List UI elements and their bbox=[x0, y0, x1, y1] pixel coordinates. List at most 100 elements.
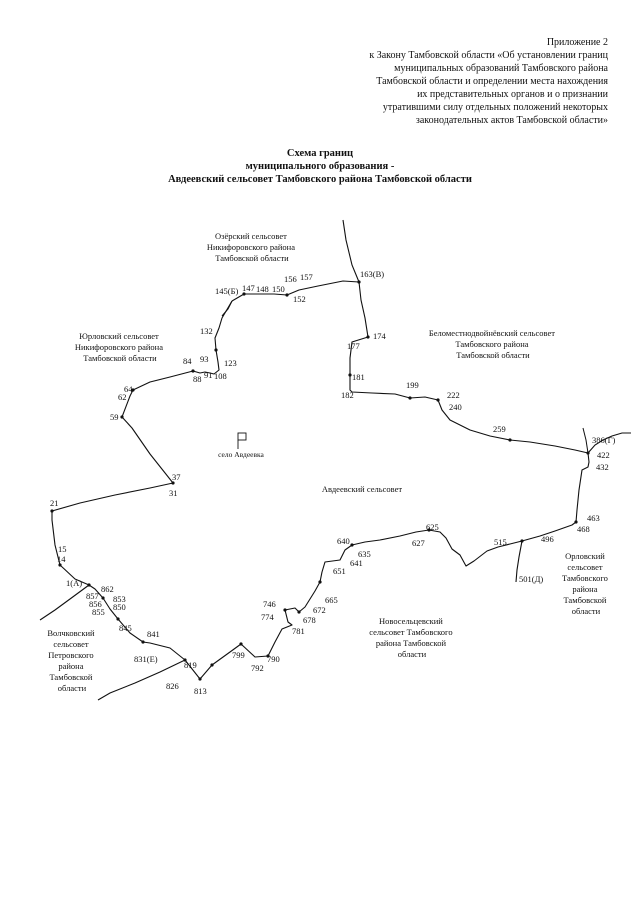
point-label: 15 bbox=[58, 544, 67, 554]
appendix-line: к Закону Тамбовской области «Об установл… bbox=[369, 50, 608, 61]
region-label-line: Тамбовской bbox=[49, 672, 92, 682]
point-label: 148 bbox=[256, 284, 269, 294]
boundary-points bbox=[50, 280, 590, 681]
region-label-line: Никифоровского района bbox=[75, 342, 163, 352]
point-label: 422 bbox=[597, 450, 610, 460]
boundary-point-marker bbox=[214, 348, 218, 352]
boundary-point-marker bbox=[239, 642, 243, 646]
external-boundary-line bbox=[582, 427, 589, 454]
point-label: 826 bbox=[166, 681, 179, 691]
point-label: 147 bbox=[242, 283, 255, 293]
boundary-point-marker bbox=[283, 608, 287, 612]
point-label: 857 bbox=[86, 591, 99, 601]
point-label: 14 bbox=[57, 554, 66, 564]
point-label: 862 bbox=[101, 584, 114, 594]
point-label: 199 bbox=[406, 380, 419, 390]
boundary-line bbox=[51, 280, 590, 680]
point-label: 37 bbox=[172, 472, 181, 482]
point-label: 627 bbox=[412, 538, 425, 548]
appendix-header: Приложение 2 к Закону Тамбовской области… bbox=[278, 36, 608, 127]
point-label: 181 bbox=[352, 372, 365, 382]
boundary-point-marker bbox=[131, 388, 135, 392]
boundary-point-marker bbox=[141, 640, 145, 644]
region-label-novoseltsevsky: Новосельцевский сельсовет Тамбовского ра… bbox=[369, 616, 454, 659]
title-line: Авдеевский сельсовет Тамбовского района … bbox=[168, 174, 472, 185]
point-label: 640 bbox=[337, 536, 350, 546]
point-label: 853 bbox=[113, 594, 126, 604]
point-label: 156 bbox=[284, 274, 297, 284]
point-label: 463 bbox=[587, 513, 600, 523]
point-label: 841 bbox=[147, 629, 160, 639]
appendix-line: утратившими силу отдельных положений нек… bbox=[382, 102, 608, 113]
point-label: 432 bbox=[596, 462, 609, 472]
external-boundary-line bbox=[97, 659, 186, 701]
region-label-ozersky: Озёрский сельсовет Никифоровского района… bbox=[207, 231, 297, 263]
point-label: 845 bbox=[119, 623, 132, 633]
external-boundary-line bbox=[342, 219, 360, 283]
boundary-point-marker bbox=[408, 396, 412, 400]
point-label: 672 bbox=[313, 605, 326, 615]
region-label-line: Тамбовской области bbox=[215, 253, 289, 263]
point-label: 635 bbox=[358, 549, 371, 559]
boundary-point-marker bbox=[520, 539, 524, 543]
external-boundary-line bbox=[39, 584, 90, 621]
point-label: 21 bbox=[50, 498, 59, 508]
boundary-point-marker bbox=[427, 528, 431, 532]
region-label-line: области bbox=[572, 606, 601, 616]
boundary-point-marker bbox=[366, 335, 370, 339]
boundary-point-marker bbox=[266, 654, 270, 658]
boundary-point-marker bbox=[586, 451, 590, 455]
boundary-point-marker bbox=[50, 509, 54, 513]
point-label: 678 bbox=[303, 615, 316, 625]
point-label: 819 bbox=[184, 660, 197, 670]
point-label: 84 bbox=[183, 356, 192, 366]
point-label: 157 bbox=[300, 272, 313, 282]
boundary-point-marker bbox=[285, 293, 289, 297]
point-label: 182 bbox=[341, 390, 354, 400]
boundary-point-marker bbox=[171, 481, 175, 485]
point-label: 665 bbox=[325, 595, 338, 605]
region-label-belomestno: Беломестнодвойнёвский сельсовет Тамбовск… bbox=[429, 328, 557, 360]
point-label: 831(Е) bbox=[134, 654, 158, 664]
point-label: 501(Д) bbox=[519, 574, 543, 584]
point-label: 468 bbox=[577, 524, 590, 534]
region-label-line: района Тамбовской bbox=[376, 638, 447, 648]
external-boundary-line bbox=[587, 432, 631, 454]
boundary-point-marker bbox=[574, 520, 578, 524]
boundary-point-marker bbox=[357, 280, 361, 284]
appendix-line: их представительных органов и о признани… bbox=[417, 89, 608, 100]
point-label: 781 bbox=[292, 626, 305, 636]
boundary-point-marker bbox=[318, 580, 322, 584]
point-label: 641 bbox=[350, 558, 363, 568]
point-label: 651 bbox=[333, 566, 346, 576]
point-label: 62 bbox=[118, 392, 127, 402]
title-line: Схема границ bbox=[286, 148, 354, 159]
boundary-point-marker bbox=[297, 610, 301, 614]
point-label: 856 bbox=[89, 599, 102, 609]
region-label-line: Петровского bbox=[48, 650, 93, 660]
boundary-point-marker bbox=[101, 596, 105, 600]
region-label-line: Орловский bbox=[565, 551, 605, 561]
region-label-line: Новосельцевский bbox=[379, 616, 443, 626]
point-label: 177 bbox=[347, 341, 360, 351]
point-label: 222 bbox=[447, 390, 460, 400]
boundary-point-marker bbox=[436, 398, 440, 402]
region-label-line: Озёрский сельсовет bbox=[215, 231, 287, 241]
region-label-line: Тамбовского района bbox=[455, 339, 528, 349]
region-label-line: области bbox=[398, 649, 427, 659]
boundary-point-marker bbox=[350, 543, 354, 547]
region-label-line: района bbox=[58, 661, 83, 671]
boundary-point-marker bbox=[508, 438, 512, 442]
region-label-line: Тамбовской области bbox=[456, 350, 530, 360]
appendix-line: Тамбовской области и определении места н… bbox=[376, 76, 608, 87]
point-label: 91 bbox=[204, 370, 213, 380]
scheme-title: Схема границ муниципального образования … bbox=[0, 147, 640, 186]
point-labels: 145(Б) 147 148 150 156 157 152 163(В) 13… bbox=[50, 269, 615, 696]
point-label: 108 bbox=[214, 371, 227, 381]
point-label: 515 bbox=[494, 537, 507, 547]
point-label: 240 bbox=[449, 402, 462, 412]
village-flag-icon bbox=[237, 432, 247, 449]
village-label: село Авдеевка bbox=[218, 450, 264, 459]
point-label: 746 bbox=[263, 599, 276, 609]
